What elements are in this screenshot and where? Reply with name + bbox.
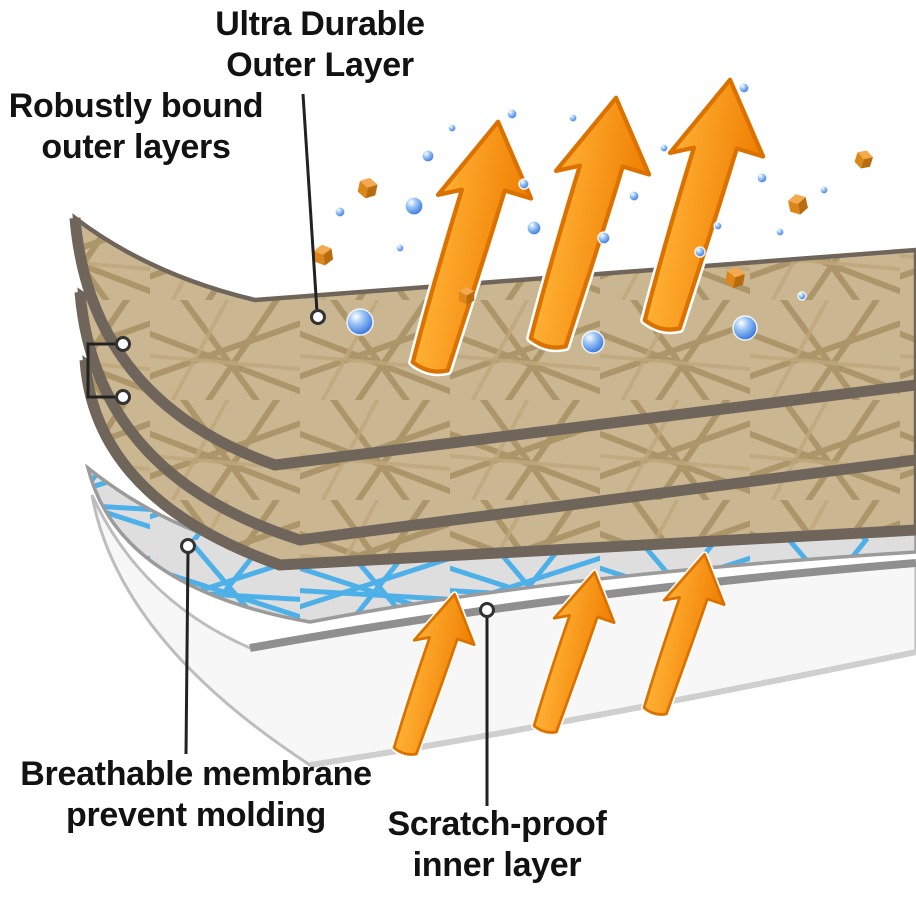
water-droplet-icon [506,108,518,120]
sheet1-under-edge [69,217,916,471]
sheet2-under-edge [74,291,916,546]
water-droplet-icon [395,243,405,253]
callout-dot [115,336,131,352]
water-droplet-icon [659,143,669,153]
water-droplet-icon [756,172,768,184]
water-droplet-icon [447,123,457,133]
water-droplet-icon [732,315,758,341]
dirt-cube-icon [313,243,334,267]
water-droplet-icon [713,221,723,231]
callout-line [301,93,319,313]
water-droplet-icon [775,227,785,237]
dirt-cube-icon [356,176,379,201]
water-droplet-icon [518,178,530,190]
water-droplet-icon [797,291,807,301]
dirt-cube-icon [853,148,875,171]
water-droplet-icon [404,196,424,216]
callout-outer-layer [301,93,326,325]
water-droplet-icon [819,185,829,195]
label-ultra-durable-outer-layer: Ultra Durable Outer Layer [215,5,425,85]
callout-membrane [180,538,196,755]
water-droplet-icon [568,113,578,123]
callout-line [184,551,190,755]
water-droplets-group [334,82,829,354]
water-droplet-icon [346,308,374,336]
water-droplet-icon [526,220,542,236]
callout-bound-layers [86,336,131,405]
label-breathable-membrane: Breathable membrane prevent molding [20,755,372,835]
callout-dot [479,602,495,618]
water-droplet-icon [694,246,706,258]
dirt-cube-icon [787,192,809,217]
callout-bracket [86,342,116,399]
label-scratch-proof-inner-layer: Scratch-proof inner layer [387,805,607,885]
outer-layer-sheet-1 [69,213,916,471]
water-droplet-icon [581,330,605,354]
water-droplet-icon [334,206,346,218]
callout-dot [310,309,326,325]
label-robustly-bound-outer-layers: Robustly bound outer layers [8,87,264,167]
callout-inner-layer [479,602,495,806]
callout-dot [180,538,196,554]
water-droplet-icon [597,231,611,245]
inner-layer-bottom-edge [309,649,916,768]
water-droplet-icon [738,82,750,94]
water-droplet-icon [421,149,435,163]
callout-dot [115,389,131,405]
water-droplet-icon [628,190,640,202]
